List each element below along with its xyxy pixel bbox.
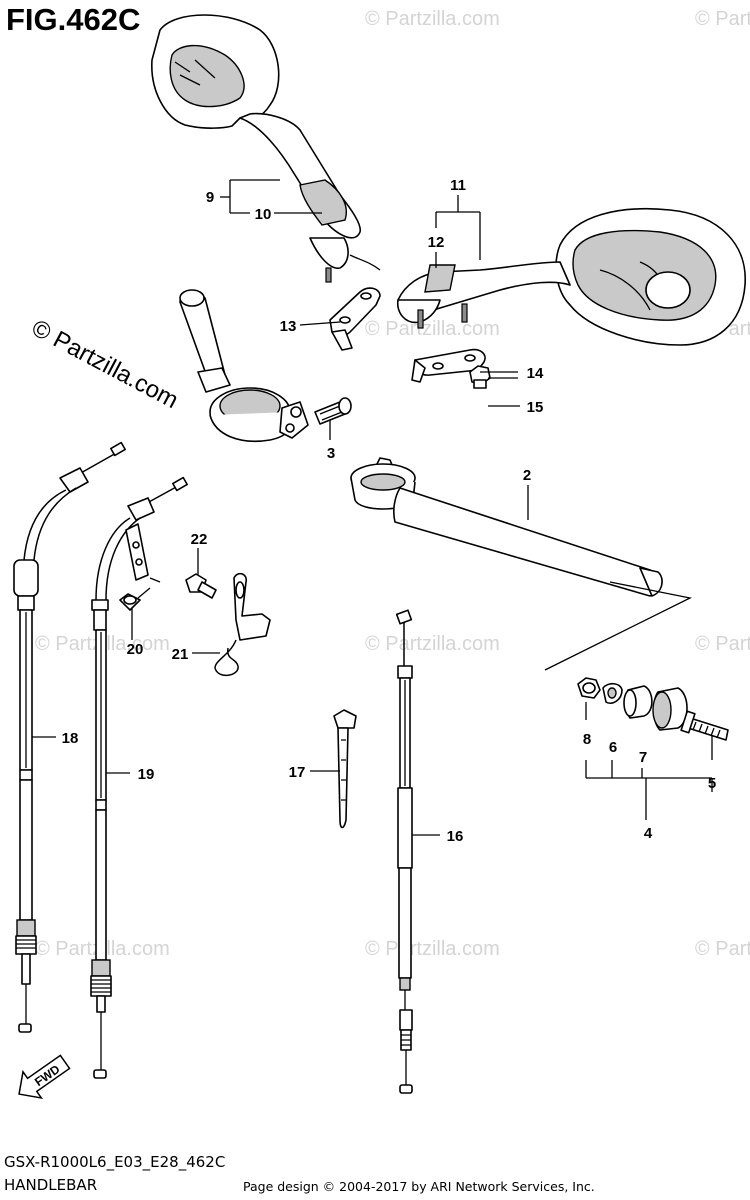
- figure-title: FIG.462C: [6, 2, 141, 37]
- callout-16: 16: [447, 828, 464, 845]
- model-code: GSX-R1000L6_E03_E28_462C: [4, 1153, 226, 1171]
- right-mirror: [396, 207, 746, 346]
- page-credit: Page design © 2004-2017 by ARI Network S…: [243, 1179, 595, 1194]
- callout-13: 13: [280, 318, 297, 335]
- watermark: © Partzilla.com: [365, 318, 500, 340]
- callout-14: 14: [527, 365, 544, 382]
- watermark-large: © Partzilla.com: [27, 314, 182, 414]
- section-name: HANDLEBAR: [4, 1176, 98, 1194]
- watermark: © Partzilla.com: [365, 938, 500, 960]
- callout-3: 3: [327, 445, 335, 462]
- clip-21: [214, 572, 271, 677]
- watermark: © Partzilla.com: [365, 8, 500, 30]
- callout-9: 9: [206, 189, 214, 206]
- watermark: © Partzilla.com: [365, 633, 500, 655]
- assembly-leader: [544, 581, 692, 671]
- callout-11: 11: [450, 177, 466, 194]
- cable-18: [13, 441, 126, 1033]
- callout-22: 22: [191, 531, 208, 548]
- watermark: © Partzilla.com: [695, 633, 750, 655]
- callout-12: 12: [428, 234, 445, 251]
- watermark: © Partzilla.com: [695, 938, 750, 960]
- cable-tie-17: [333, 709, 357, 829]
- bolt-22: [185, 573, 217, 599]
- callout-20: 20: [127, 641, 144, 658]
- callout-7: 7: [639, 749, 647, 766]
- cable-16: [395, 609, 413, 1094]
- callout-15: 15: [527, 399, 544, 416]
- callout-leaders: [32, 179, 529, 836]
- bar-end-parts: [577, 677, 729, 741]
- left-mirror: [151, 14, 381, 283]
- bolt-3: [314, 397, 352, 425]
- assembly-bracket: [585, 702, 713, 820]
- mirror-bracket-13: [329, 287, 381, 351]
- watermark: © Partzilla.com: [695, 8, 750, 30]
- right-handlebar: [350, 457, 663, 597]
- callout-18: 18: [62, 730, 79, 747]
- callout-numbers: 2 3 4 5 6 7 8 9 10 11 12 13 14 15 16 17 …: [62, 177, 717, 845]
- cable-bracket: [119, 523, 161, 611]
- mirror-bracket-14: [411, 348, 486, 383]
- callout-6: 6: [609, 739, 617, 756]
- callout-19: 19: [138, 766, 155, 783]
- callout-10: 10: [255, 206, 272, 223]
- fwd-arrow: FWD: [18, 1054, 71, 1100]
- left-handlebar: [179, 289, 309, 442]
- cable-19: [90, 476, 188, 1079]
- callout-2: 2: [523, 467, 531, 484]
- callout-8: 8: [583, 731, 591, 748]
- callout-17: 17: [289, 764, 306, 781]
- callout-5: 5: [708, 775, 716, 792]
- callout-4: 4: [644, 825, 653, 842]
- nut-15: [469, 365, 491, 389]
- callout-21: 21: [172, 646, 189, 663]
